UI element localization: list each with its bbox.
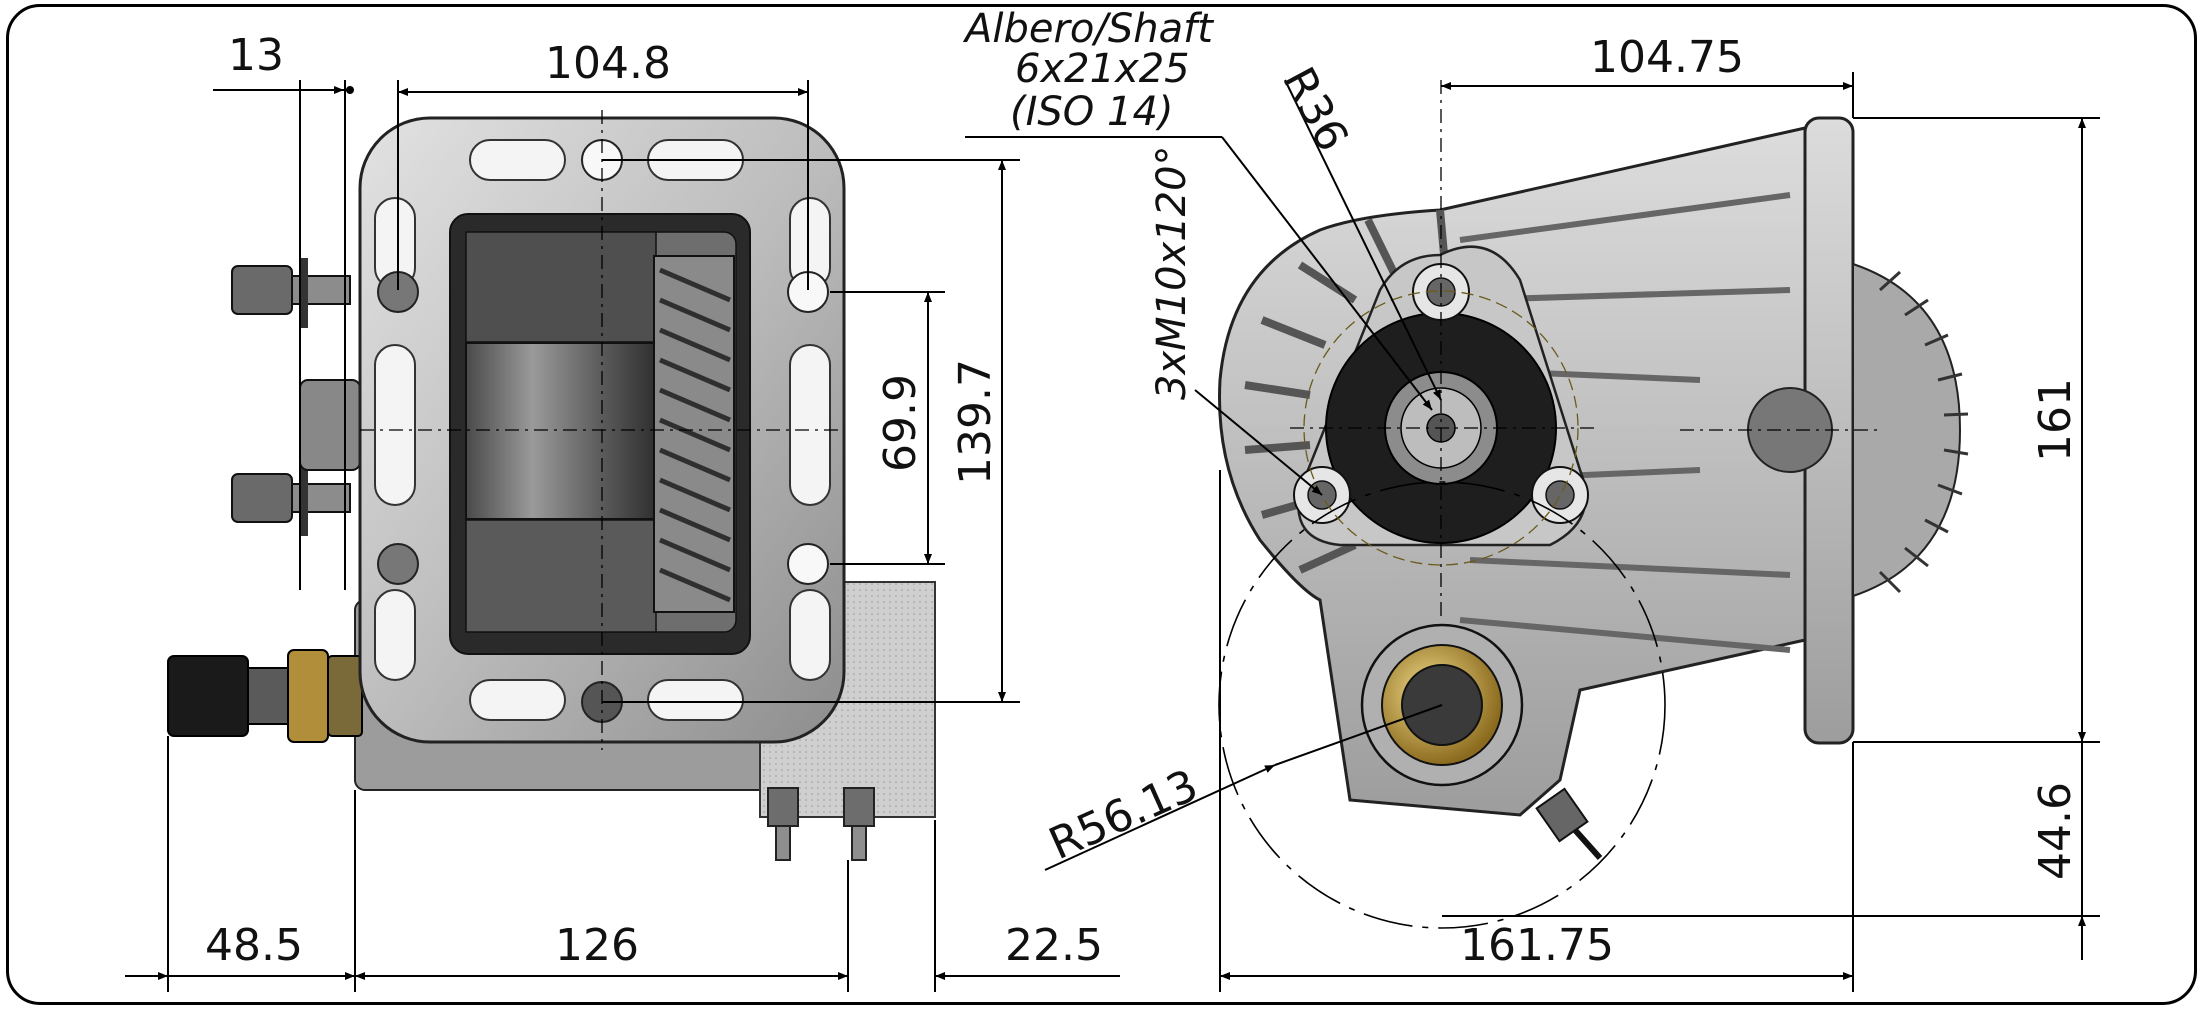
left-centerlines (360, 110, 844, 750)
shaft-callout-line3: (ISO 14) (1010, 89, 1174, 135)
grease-nipple-left (767, 787, 799, 861)
dim-139-7: 139.7 (950, 359, 1001, 485)
housing-ribs (1459, 192, 1791, 653)
dim-69-9: 69.9 (875, 374, 926, 472)
dim-22-5: 22.5 (1005, 920, 1103, 971)
shaft-callout-line2: 6x21x25 (1015, 46, 1190, 92)
shaft-callout-line1: Albero/Shaft (962, 6, 1214, 52)
dim-104-75: 104.75 (1590, 32, 1744, 83)
dim-48-5: 48.5 (205, 920, 303, 971)
stud-upper (231, 258, 351, 328)
dimension-lines (125, 72, 2100, 992)
dim-161-75: 161.75 (1460, 920, 1614, 971)
lower-fitting (1535, 787, 1603, 860)
dim-126: 126 (555, 920, 639, 971)
left-shaft-stub (299, 379, 361, 471)
stud-lower (231, 466, 351, 536)
grease-nipple-right (843, 787, 875, 861)
flange-slots (374, 139, 831, 721)
dim-bolts: 3xM10x120° (1149, 145, 1195, 400)
hydraulic-fitting (167, 649, 363, 743)
dim-r36: R36 (1272, 59, 1358, 159)
dim-161: 161 (2030, 378, 2081, 462)
right-gear (1852, 262, 1969, 598)
dim-r56-13: R56.13 (1042, 760, 1206, 870)
dim-13: 13 (228, 30, 284, 81)
right-view (1218, 80, 1969, 929)
inner-drum (465, 342, 657, 520)
inner-gear (653, 255, 735, 613)
dim-104-8: 104.8 (545, 38, 671, 89)
left-view (167, 110, 936, 861)
dim-44-6: 44.6 (2030, 782, 2081, 880)
